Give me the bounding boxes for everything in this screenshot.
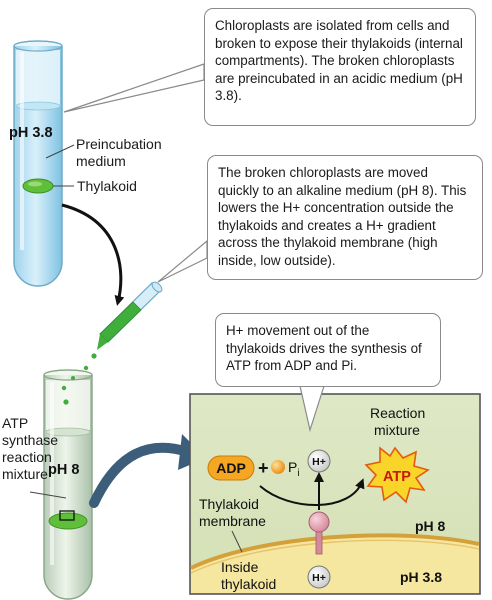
test-tube-preincubation (13, 40, 63, 287)
thylakoid-icon (22, 178, 54, 194)
leader-medium (45, 144, 75, 159)
thylakoid-icon (48, 510, 88, 530)
inside-label-2: thylakoid (221, 576, 276, 592)
proton-outside: H+ (307, 449, 331, 473)
atp-synthase-label-4: mixture (2, 466, 48, 482)
zoom-arrow (89, 442, 193, 508)
leader-reaction-mixture (29, 491, 67, 499)
inset-panel (189, 393, 481, 595)
reaction-mixture-label-2: mixture (374, 422, 420, 438)
callout-step2: The broken chloroplasts are moved quickl… (207, 155, 483, 280)
atp-synthase-label-3: reaction (2, 449, 52, 465)
phosphate-icon (271, 460, 285, 474)
proton-inside: H+ (307, 565, 331, 589)
svg-text:ATP: ATP (383, 469, 411, 485)
membrane-label-1: Thylakoid (199, 496, 259, 512)
svg-text:H+: H+ (312, 572, 326, 584)
phosphate-label: Pi (288, 459, 300, 479)
inset-ph-inside: pH 3.8 (400, 569, 442, 585)
atp-synthase-icon (308, 511, 330, 555)
reaction-mixture-label-1: Reaction (370, 405, 425, 421)
membrane-label-2: membrane (199, 513, 266, 529)
thylakoid-label: Thylakoid (77, 178, 137, 194)
adp-molecule: ADP (207, 455, 255, 481)
test-tube-reaction (43, 369, 93, 600)
callout1-tail (63, 63, 205, 113)
callout2-tail (157, 239, 208, 283)
tube2-ph-label: pH 8 (48, 462, 79, 478)
inside-label-1: Inside (221, 559, 259, 575)
inset-ph-outside: pH 8 (415, 518, 446, 534)
atp-synthase-label-1: ATP (2, 415, 29, 431)
callout-step1: Chloroplasts are isolated from cells and… (204, 8, 476, 126)
medium-label: medium (76, 153, 126, 169)
tube1-ph-label: pH 3.8 (9, 125, 53, 141)
svg-text:H+: H+ (312, 456, 326, 468)
leader-membrane (231, 530, 243, 553)
atp-molecule: ATP (364, 446, 430, 504)
transfer-arrow (61, 203, 125, 306)
synthesis-arrow (259, 478, 365, 506)
preincubation-label: Preincubation (76, 136, 162, 152)
callout-step3: H+ movement out of the thylakoids drives… (215, 313, 441, 387)
pipette-icon (83, 281, 163, 371)
plus-sign: + (258, 458, 269, 478)
atp-synthase-label-2: synthase (2, 432, 59, 448)
svg-text:ADP: ADP (216, 460, 246, 476)
